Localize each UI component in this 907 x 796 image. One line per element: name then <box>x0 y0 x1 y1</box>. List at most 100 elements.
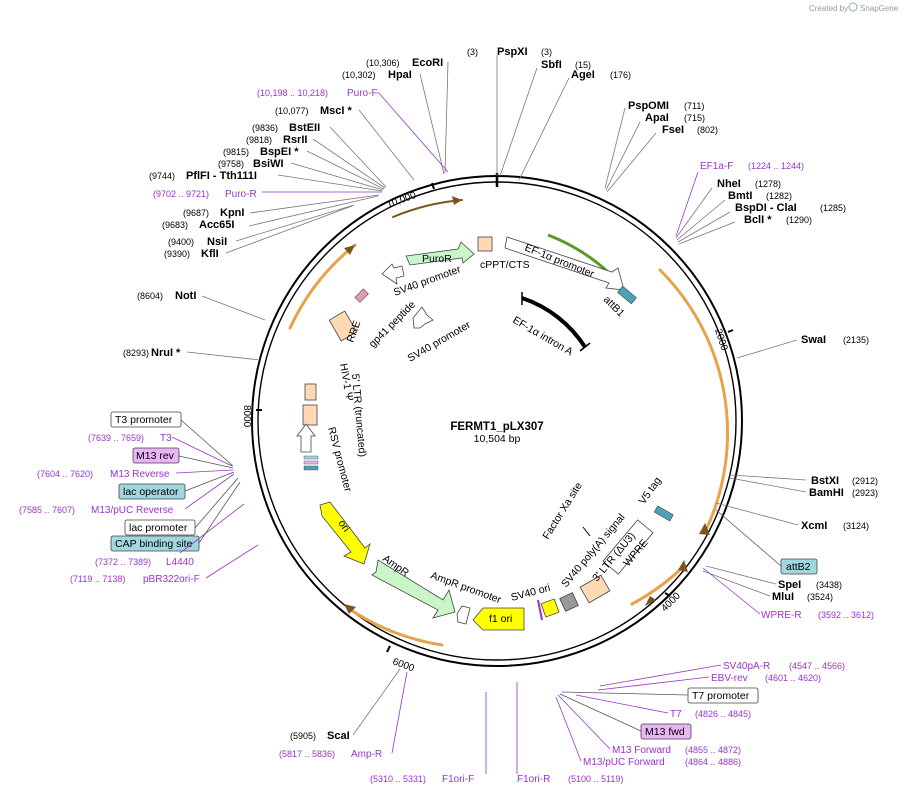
site-agei-pos: (176) <box>610 70 631 80</box>
site-nrui-pos: (8293) <box>123 348 149 358</box>
sv40-ori-label: SV40 ori <box>510 582 552 604</box>
sv40-ori-feature <box>540 598 560 618</box>
site-nsii-pos: (9400) <box>168 237 194 247</box>
t3-promoter-label: T3 promoter <box>115 414 173 426</box>
site-msci-pos: (10,077) <box>275 106 309 116</box>
primer-t7-name: T7 <box>670 709 682 720</box>
snapgene-logo-icon <box>848 2 858 12</box>
ef1a-promoter-feature <box>504 236 625 291</box>
lac-operator-box <box>118 483 186 500</box>
primer-wpre-r-pos: (3592 .. 3612) <box>818 610 874 620</box>
primer-puro-r-pos: (9702 .. 9721) <box>153 189 209 199</box>
site-pflfi-name: PflFI - Tth111I <box>186 170 257 182</box>
primer-ef1a-f-pos: (1224 .. 1244) <box>748 161 804 171</box>
attb1-label: attB1 <box>601 294 627 320</box>
site-pspxi-number: (3) <box>541 47 552 57</box>
puror-label: PuroR <box>422 253 452 265</box>
primer-t7-pos: (4826 .. 4845) <box>695 709 751 719</box>
site-nrui-name: NruI * <box>151 347 181 359</box>
site-noti-name: NotI <box>175 290 196 302</box>
site-ecori-name: EcoRI <box>412 57 443 69</box>
tick-6000: 6000 <box>391 656 416 674</box>
ltr5-label: 5' LTR (truncated) <box>349 373 368 457</box>
primer-t3-pos: (7639 .. 7659) <box>88 433 144 443</box>
m13-rev-label: M13 rev <box>136 450 175 462</box>
primer-puro-f-pos: (10,198 .. 10,218) <box>257 88 328 98</box>
primer-m13-puc-reverse-pos: (7585 .. 7607) <box>19 505 75 515</box>
site-xcmi-pos: (3124) <box>843 521 869 531</box>
rsv-promoter-label: RSV promoter <box>325 426 354 494</box>
primer-m13-reverse-name: M13 Reverse <box>110 469 170 480</box>
site-bspdi-name: BspDI - ClaI <box>735 202 797 214</box>
primer-ef1a-f-name: EF1a-F <box>700 161 733 172</box>
rsv-promoter-arrow <box>296 423 316 453</box>
site-bmti-pos: (1282) <box>766 191 792 201</box>
site-pspxi-pos: (3) <box>467 47 478 57</box>
brand-name: SnapGene <box>860 4 899 13</box>
site-scai-name: ScaI <box>327 730 350 742</box>
site-agei-name: AgeI <box>571 69 595 81</box>
site-bamhi-pos: (2923) <box>852 488 878 498</box>
primer-m13-reverse-pos: (7604 .. 7620) <box>37 469 93 479</box>
site-bstxi-name: BstXI <box>811 475 839 487</box>
site-ecori-pos: (10,306) <box>366 58 400 68</box>
site-scai-pos: (5905) <box>290 731 316 741</box>
ori-feature <box>319 501 371 565</box>
site-sbfi-name: SbfI <box>541 59 562 71</box>
site-pflfi-pos: (9744) <box>149 171 175 181</box>
site-pspomi-name: PspOMI <box>628 100 669 112</box>
t7-promoter-box <box>687 687 759 704</box>
ef1a-promoter-label: EF-1α promoter <box>523 242 596 281</box>
primer-m13-puc-forward-pos: (4864 .. 4886) <box>685 757 741 767</box>
site-rsrii-name: RsrII <box>283 134 307 146</box>
site-bcli-pos: (1290) <box>786 215 812 225</box>
site-bsiwi-name: BsiWI <box>253 158 284 170</box>
ltr3-feature <box>579 574 611 604</box>
ef1a-promoter-green-arrow <box>547 233 610 274</box>
primer-f1ori-f-name: F1ori-F <box>442 774 474 785</box>
tick-2000: 2000 <box>712 328 729 353</box>
primer-ebv-rev-pos: (4601 .. 4620) <box>765 673 821 683</box>
site-noti-pos: (8604) <box>137 291 163 301</box>
site-spei-name: SpeI <box>778 579 801 591</box>
ampr-feature <box>371 559 456 619</box>
primer-puro-f-name: Puro-F <box>347 88 378 99</box>
site-sbfi-pos: (15) <box>575 60 591 70</box>
ltr5-feature <box>302 404 318 426</box>
plasmid-length: 10,504 bp <box>474 433 521 445</box>
v5-tag-label: V5 tag <box>637 475 664 507</box>
site-fsei-name: FseI <box>662 124 684 136</box>
site-bcli-name: BclI * <box>744 214 772 226</box>
primer-wpre-r-name: WPRE-R <box>761 610 802 621</box>
site-rsrii-pos: (9818) <box>246 135 272 145</box>
site-kfli-pos: (9390) <box>164 249 190 259</box>
sv40-promoter-arrow-top <box>381 263 405 285</box>
attb2-box <box>780 558 818 575</box>
site-bmti-name: BmtI <box>728 190 752 202</box>
site-swai-pos: (2135) <box>843 335 869 345</box>
v5-tag-feature <box>653 505 674 522</box>
primer-f1ori-f-pos: (5310 .. 5331) <box>370 774 426 784</box>
primer-m13-puc-reverse-name: M13/pUC Reverse <box>91 505 174 516</box>
site-leaders <box>186 55 807 736</box>
factor-xa-mark <box>582 526 591 537</box>
primer-m13-forward-name: M13 Forward <box>612 745 671 756</box>
primer-amp-r-pos: (5817 .. 5836) <box>279 749 335 759</box>
wpre-feature <box>602 519 654 575</box>
gp41-feature <box>354 288 369 303</box>
boxed-leaders <box>178 419 782 732</box>
attb2-label: attB2 <box>786 561 811 573</box>
primer-m13-forward-pos: (4855 .. 4872) <box>685 745 741 755</box>
lac-operator-label: lac operator <box>123 486 179 498</box>
site-nsii-name: NsiI <box>207 236 227 248</box>
primer-t3-name: T3 <box>160 433 172 444</box>
site-bsteii-pos: (9836) <box>252 123 278 133</box>
primer-f1ori-r-name: F1ori-R <box>517 774 550 785</box>
site-hpai-pos: (10,302) <box>342 70 376 80</box>
tick-8000: 8000 <box>241 405 252 428</box>
lac-promoter-label: lac promoter <box>129 522 188 534</box>
site-labels: (3) PspXI (3) (3) SbfI (15) AgeI (176) P… <box>19 46 878 785</box>
lac-operator-mark <box>303 455 319 460</box>
site-bsteii-name: BstEII <box>289 122 320 134</box>
cap-binding-site-label: CAP binding site <box>115 538 193 550</box>
